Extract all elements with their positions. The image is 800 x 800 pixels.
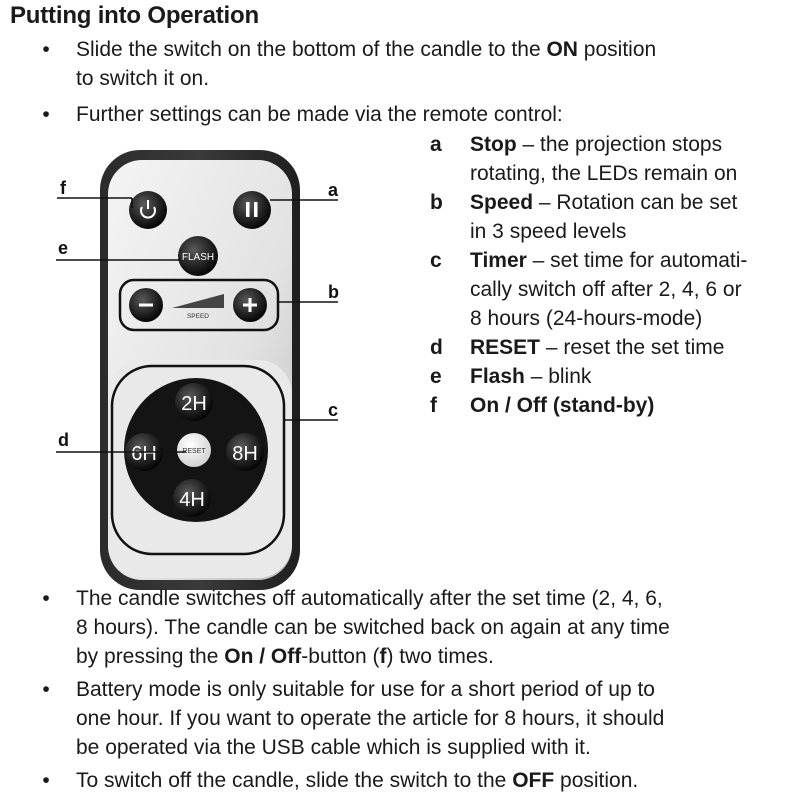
timer-4h-label: 4H (179, 489, 205, 511)
callout-e: e (58, 238, 68, 258)
legend-key: f (430, 394, 437, 417)
callout-b: b (328, 282, 339, 302)
legend-key: c (430, 249, 442, 272)
callout-c: c (328, 400, 338, 420)
timer-8h-button[interactable]: 8H (226, 433, 264, 471)
flash-button[interactable]: FLASH (178, 236, 218, 276)
bullet-line: Further settings can be made via the rem… (76, 103, 563, 126)
bullet-text: To switch off the candle, slide the swit… (76, 766, 638, 795)
bullet-text: Further settings can be made via the rem… (76, 100, 563, 129)
legend-key: d (430, 336, 443, 359)
bullet-line: The candle switches off automatically af… (76, 587, 663, 610)
remote-control-illustration: FLASH SPEED 2H 6H 8H 4H RESET (56, 150, 339, 590)
bullet-text: Battery mode is only suitable for use fo… (76, 675, 664, 762)
legend-description: RESET – reset the set time (470, 336, 725, 359)
speed-label: SPEED (187, 313, 209, 320)
bullet-dot: • (42, 678, 50, 701)
speed-plus-button[interactable] (233, 288, 267, 322)
pause-button[interactable] (233, 191, 271, 229)
flash-label: FLASH (182, 252, 214, 263)
bullet-text: The candle switches off automatically af… (76, 584, 670, 671)
legend-key: a (430, 133, 442, 156)
bullet-line: To switch off the candle, slide the swit… (76, 769, 639, 792)
bullet-line: 8 hours). The candle can be switched bac… (76, 616, 670, 639)
legend-description: Timer – set time for automati-cally swit… (470, 249, 748, 330)
bullet-line: Slide the switch on the bottom of the ca… (76, 38, 657, 61)
callout-lines (56, 197, 338, 453)
speed-ramp-icon (172, 294, 224, 308)
reset-label: RESET (182, 448, 206, 455)
bullet-dot: • (42, 38, 50, 61)
bullet-dot: • (42, 769, 50, 792)
bullet-text: Slide the switch on the bottom of the ca… (76, 35, 656, 93)
bullet-line: Battery mode is only suitable for use fo… (76, 678, 655, 701)
timer-4h-button[interactable]: 4H (173, 479, 211, 517)
timer-2h-button[interactable]: 2H (175, 383, 213, 421)
callout-f: f (60, 178, 67, 198)
timer-2h-label: 2H (181, 393, 207, 415)
bullet-line: be operated via the USB cable which is s… (76, 736, 591, 759)
bullet-line: one hour. If you want to operate the art… (76, 707, 665, 730)
timer-8h-label: 8H (232, 443, 258, 465)
power-button[interactable] (129, 191, 167, 229)
bullet-dot: • (42, 103, 50, 126)
callout-d: d (58, 430, 69, 450)
timer-6h-label: 6H (131, 443, 157, 465)
reset-button[interactable]: RESET (177, 433, 211, 467)
speed-minus-button[interactable] (129, 288, 163, 322)
bullet-dot: • (42, 587, 50, 610)
legend-key: b (430, 191, 443, 214)
legend-description: On / Off (stand-by) (470, 394, 655, 417)
bullet-line: by pressing the On / Off-button (f) two … (76, 645, 494, 668)
page-title: Putting into Operation (10, 2, 259, 29)
callout-a: a (328, 180, 339, 200)
legend-description: Flash – blink (470, 365, 592, 388)
legend-key: e (430, 365, 442, 388)
bullet-line: to switch it on. (76, 67, 210, 90)
